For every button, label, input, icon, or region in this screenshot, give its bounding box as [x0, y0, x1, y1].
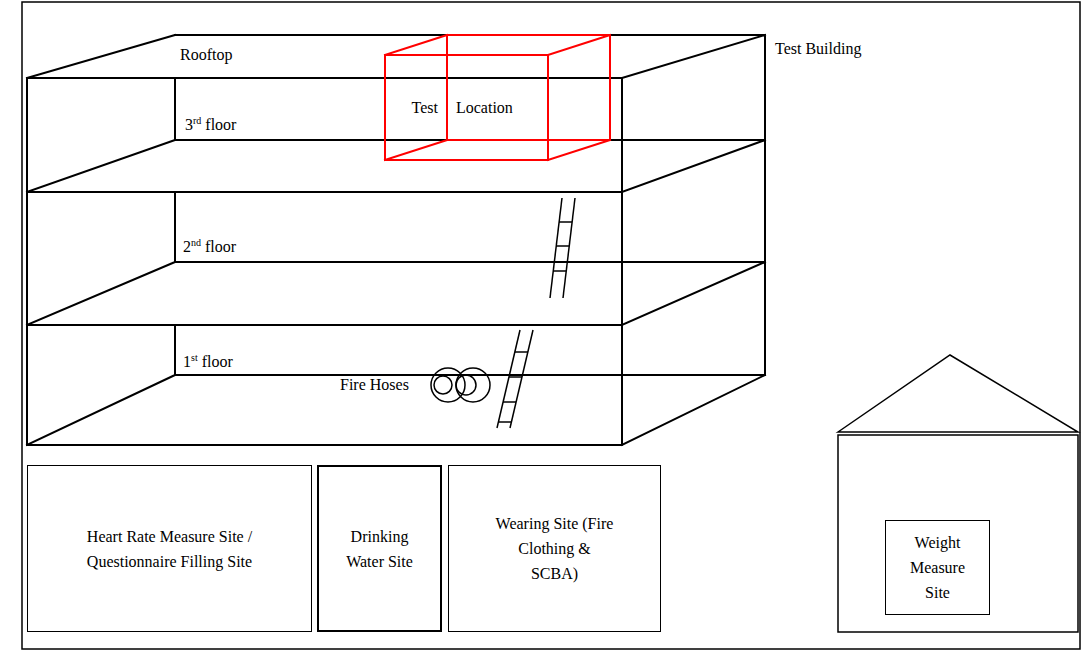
site-box: Wearing Site (Fire Clothing & SCBA) [448, 465, 661, 632]
floor-label: 3rd floor [185, 116, 236, 134]
fire-hose-symbol [431, 368, 490, 402]
ladder-lower [497, 330, 533, 428]
site-box: Drinking Water Site [317, 465, 442, 632]
site-box: Heart Rate Measure Site / Questionnaire … [27, 465, 312, 632]
page-frame [22, 2, 1080, 649]
floor-label: 1st floor [183, 353, 233, 371]
building-title: Test Building [775, 40, 861, 58]
floor-label: Rooftop [180, 46, 232, 64]
site-label: Wearing Site (Fire Clothing & SCBA) [495, 511, 615, 586]
site-label: Drinking Water Site [345, 524, 415, 574]
location-label: Test Location [412, 99, 513, 117]
house-outline [838, 355, 1078, 632]
site-label: Heart Rate Measure Site / Questionnaire … [70, 524, 270, 574]
site-box: Weight Measure Site [885, 520, 990, 615]
site-label: Weight Measure Site [903, 530, 973, 605]
floor-label: 2nd floor [183, 238, 236, 256]
test-location-box: Test Location [385, 35, 610, 160]
ladder-upper [550, 198, 575, 298]
fire-hoses-label: Fire Hoses [340, 376, 409, 394]
test-location-outline [385, 35, 610, 160]
